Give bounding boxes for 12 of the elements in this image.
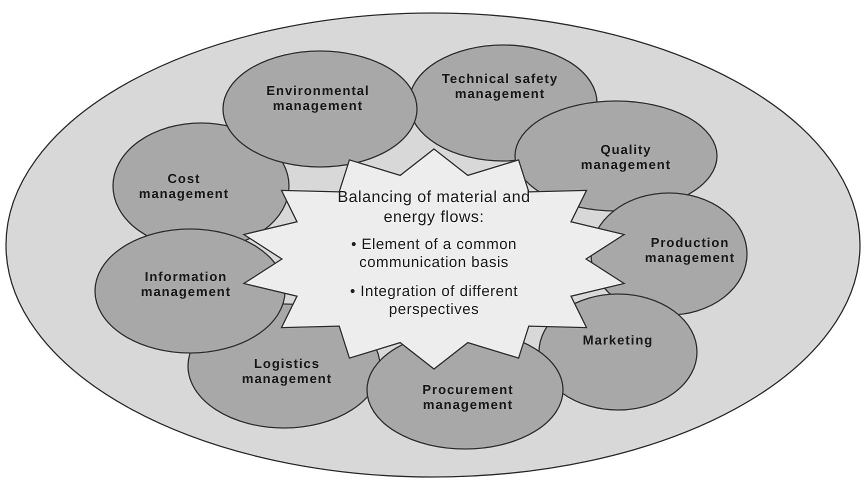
ellipse-label: Production management <box>644 235 736 265</box>
ellipse-label: Quality management <box>580 142 672 172</box>
ellipse-label: Cost management <box>138 171 230 201</box>
ellipse-label: Information management <box>140 269 232 299</box>
ellipse-label: Procurement management <box>421 382 515 412</box>
bullet-text: • Integration of different perspectives <box>348 283 520 319</box>
heading-text: Balancing of material and energy flows: <box>336 188 532 228</box>
ellipse-label: Environmental management <box>265 83 371 113</box>
ellipse-label: Marketing <box>582 332 654 348</box>
ellipse-label: Logistics management <box>240 356 334 386</box>
ellipse-label: Technical safety management <box>440 71 560 101</box>
bullet-text: • Element of a common communication basis <box>350 236 518 272</box>
